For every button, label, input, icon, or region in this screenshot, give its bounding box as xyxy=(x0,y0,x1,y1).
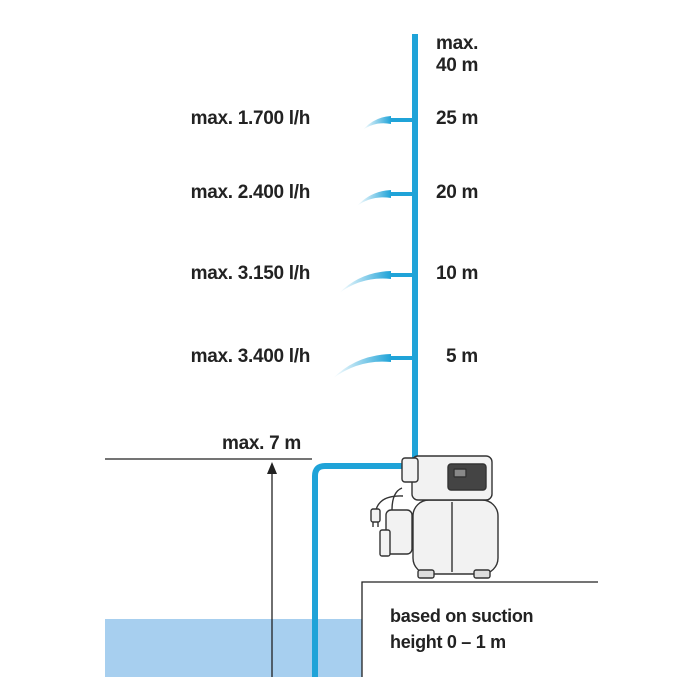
water-spray-icon xyxy=(333,354,391,379)
suction-height-label: max. 7 m xyxy=(222,433,301,454)
head-height-label: 25 m xyxy=(436,108,479,129)
head-height-label: 20 m xyxy=(436,182,479,203)
outlet-25m xyxy=(363,116,415,130)
pump-icon xyxy=(379,455,499,579)
outlet-20m xyxy=(357,190,415,206)
outlet-10m xyxy=(339,271,415,294)
head-height-label: 5 m xyxy=(446,346,478,367)
flow-rate-label: max. 1.700 l/h xyxy=(190,108,311,129)
pump-platform xyxy=(361,581,598,677)
water-spray-icon xyxy=(363,116,391,130)
head-height-label: 10 m xyxy=(436,263,479,284)
water-reservoir xyxy=(105,619,362,677)
dimension-arrow-icon xyxy=(267,462,277,677)
outlets-layer xyxy=(333,116,415,379)
flow-rate-label: max. 2.400 l/h xyxy=(190,182,311,203)
suction-pipe xyxy=(312,463,408,677)
water-spray-icon xyxy=(339,271,391,294)
water-spray-icon xyxy=(357,190,391,206)
flow-rate-label: max. 3.150 l/h xyxy=(190,263,311,284)
outlet-5m xyxy=(333,354,415,379)
suction-note: based on suction height 0 – 1 m xyxy=(390,606,534,653)
max-head-label: max. 40 m xyxy=(436,33,479,76)
flow-rate-label: max. 3.400 l/h xyxy=(190,346,311,367)
power-plug-icon xyxy=(370,495,404,527)
